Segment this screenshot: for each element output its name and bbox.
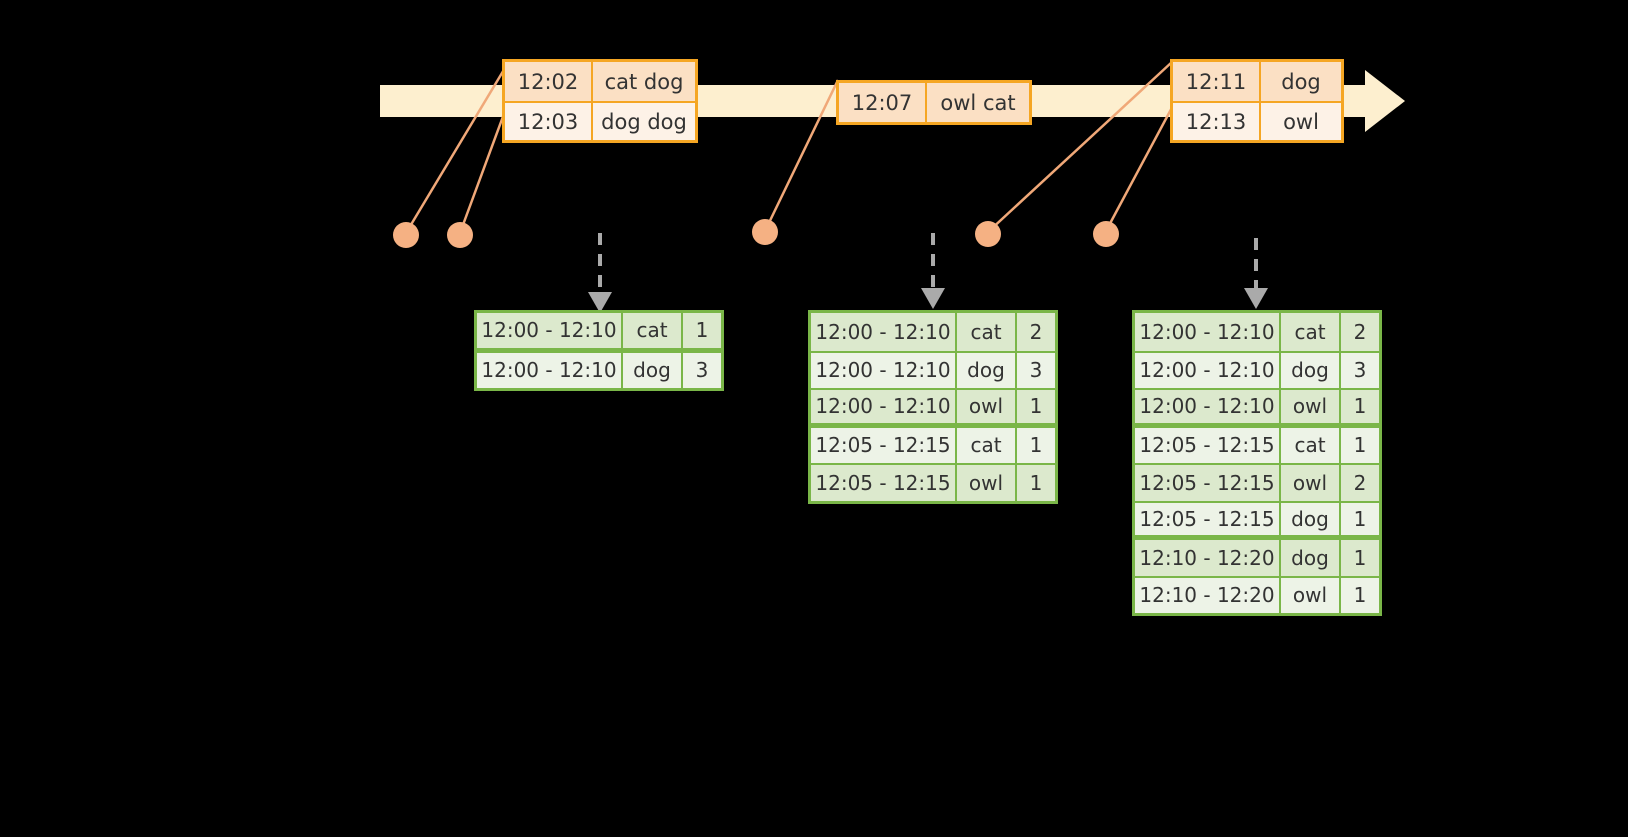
- event-words: owl: [1259, 103, 1341, 140]
- marker-dot-1: [393, 222, 419, 248]
- word-cell: cat: [955, 427, 1015, 463]
- count-cell: 1: [681, 313, 721, 348]
- word-cell: dog: [1279, 540, 1339, 576]
- word-cell: dog: [1279, 502, 1339, 535]
- word-cell: cat: [1279, 313, 1339, 351]
- window-cell: 12:00 - 12:10: [1135, 313, 1279, 351]
- count-cell: 1: [1339, 577, 1379, 613]
- count-cell: 1: [1339, 540, 1379, 576]
- event-words: cat dog: [591, 62, 695, 101]
- window-cell: 12:05 - 12:15: [1135, 465, 1279, 501]
- marker-dot-5: [1093, 221, 1119, 247]
- count-cell: 1: [1339, 502, 1379, 535]
- count-cell: 1: [1015, 427, 1055, 463]
- count-cell: 2: [1015, 313, 1055, 351]
- table-row: 12:10 - 12:20 owl 1: [1135, 575, 1379, 613]
- event-row: 12:11 dog: [1173, 62, 1341, 101]
- event-time: 12:02: [505, 62, 591, 101]
- word-cell: owl: [955, 390, 1015, 423]
- count-cell: 3: [1339, 352, 1379, 388]
- table-row: 12:00 - 12:10 owl 1: [811, 388, 1055, 426]
- table-row: 12:05 - 12:15 owl 2: [1135, 463, 1379, 501]
- table-row: 12:00 - 12:10 dog 3: [477, 350, 721, 388]
- event-box-3[interactable]: 12:11 dog 12:13 owl: [1170, 59, 1344, 143]
- table-row: 12:00 - 12:10 cat 1: [477, 313, 721, 351]
- window-cell: 12:00 - 12:10: [477, 313, 621, 348]
- table-row: 12:00 - 12:10 dog 3: [811, 350, 1055, 388]
- emit-arrows: [598, 233, 1258, 292]
- count-cell: 2: [1339, 313, 1379, 351]
- count-cell: 1: [1015, 465, 1055, 501]
- window-cell: 12:05 - 12:15: [811, 465, 955, 501]
- count-cell: 2: [1339, 465, 1379, 501]
- marker-dots: [393, 219, 1119, 248]
- table-row: 12:00 - 12:10 cat 2: [1135, 313, 1379, 351]
- table-row: 12:00 - 12:10 owl 1: [1135, 388, 1379, 426]
- window-cell: 12:05 - 12:15: [1135, 502, 1279, 535]
- word-cell: cat: [621, 313, 681, 348]
- window-cell: 12:10 - 12:20: [1135, 577, 1279, 613]
- window-cell: 12:10 - 12:20: [1135, 540, 1279, 576]
- event-words: dog dog: [591, 103, 695, 140]
- event-row: 12:07 owl cat: [839, 83, 1029, 122]
- event-row: 12:13 owl: [1173, 101, 1341, 140]
- table-row: 12:00 - 12:10 cat 2: [811, 313, 1055, 351]
- result-table-2[interactable]: 12:00 - 12:10 cat 2 12:00 - 12:10 dog 3 …: [808, 310, 1058, 504]
- event-time: 12:13: [1173, 103, 1259, 140]
- event-time: 12:03: [505, 103, 591, 140]
- count-cell: 1: [1339, 390, 1379, 423]
- event-time: 12:11: [1173, 62, 1259, 101]
- word-cell: cat: [955, 313, 1015, 351]
- event-box-2[interactable]: 12:07 owl cat: [836, 80, 1032, 125]
- window-cell: 12:00 - 12:10: [1135, 390, 1279, 423]
- table-row: 12:05 - 12:15 dog 1: [1135, 500, 1379, 538]
- event-row: 12:02 cat dog: [505, 62, 695, 101]
- word-cell: owl: [1279, 390, 1339, 423]
- event-time: 12:07: [839, 83, 925, 122]
- word-cell: dog: [621, 352, 681, 388]
- word-cell: dog: [1279, 352, 1339, 388]
- word-cell: owl: [955, 465, 1015, 501]
- table-row: 12:05 - 12:15 cat 1: [1135, 425, 1379, 463]
- window-cell: 12:00 - 12:10: [811, 352, 955, 388]
- word-cell: dog: [955, 352, 1015, 388]
- table-row: 12:05 - 12:15 cat 1: [811, 425, 1055, 463]
- window-cell: 12:00 - 12:10: [1135, 352, 1279, 388]
- count-cell: 1: [1015, 390, 1055, 423]
- count-cell: 3: [681, 352, 721, 388]
- marker-dot-3: [752, 219, 778, 245]
- window-cell: 12:00 - 12:10: [811, 313, 955, 351]
- table-row: 12:05 - 12:15 owl 1: [811, 463, 1055, 501]
- event-row: 12:03 dog dog: [505, 101, 695, 140]
- count-cell: 3: [1015, 352, 1055, 388]
- event-words: dog: [1259, 62, 1341, 101]
- event-box-1[interactable]: 12:02 cat dog 12:03 dog dog: [502, 59, 698, 143]
- event-words: owl cat: [925, 83, 1029, 122]
- marker-dot-4: [975, 221, 1001, 247]
- marker-dot-2: [447, 222, 473, 248]
- window-cell: 12:00 - 12:10: [811, 390, 955, 423]
- window-cell: 12:05 - 12:15: [1135, 427, 1279, 463]
- result-table-3[interactable]: 12:00 - 12:10 cat 2 12:00 - 12:10 dog 3 …: [1132, 310, 1382, 616]
- word-cell: cat: [1279, 427, 1339, 463]
- word-cell: owl: [1279, 465, 1339, 501]
- count-cell: 1: [1339, 427, 1379, 463]
- table-row: 12:00 - 12:10 dog 3: [1135, 350, 1379, 388]
- table-row: 12:10 - 12:20 dog 1: [1135, 538, 1379, 576]
- window-cell: 12:00 - 12:10: [477, 352, 621, 388]
- result-table-1[interactable]: 12:00 - 12:10 cat 1 12:00 - 12:10 dog 3: [474, 310, 724, 391]
- word-cell: owl: [1279, 577, 1339, 613]
- window-cell: 12:05 - 12:15: [811, 427, 955, 463]
